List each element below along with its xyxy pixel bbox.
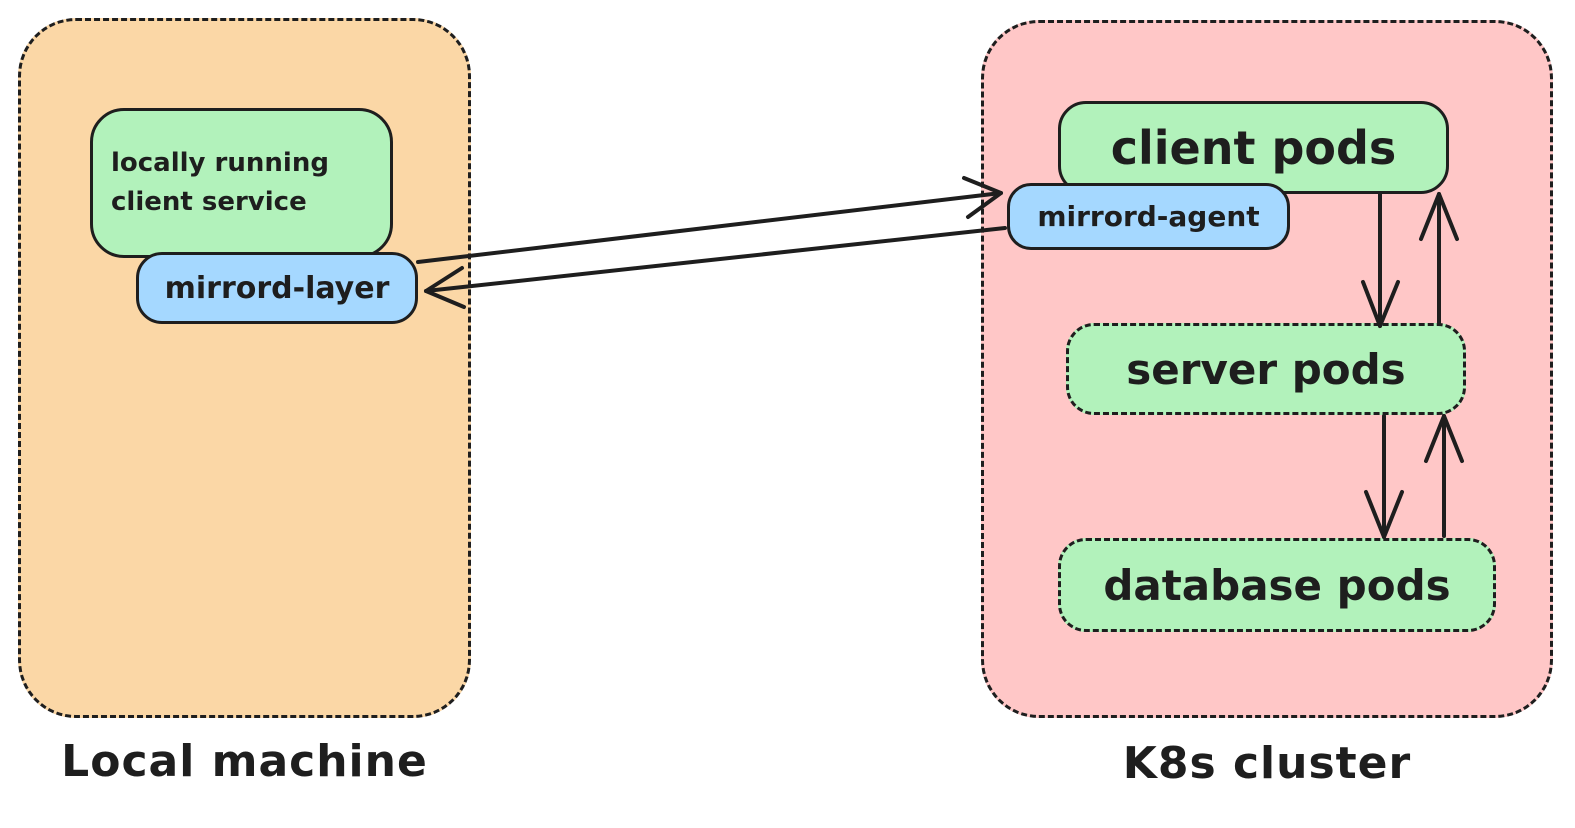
k8s-cluster-label: K8s cluster xyxy=(1122,738,1412,789)
local-machine-label: Local machine xyxy=(61,736,428,787)
database-pods-label: database pods xyxy=(1103,560,1451,610)
node-mirrord-layer: mirrord-layer xyxy=(136,252,418,324)
arrow-mirrord-layer-to-mirrord-agent xyxy=(416,176,1003,264)
mirrord-agent-label: mirrord-agent xyxy=(1037,200,1260,233)
node-mirrord-agent: mirrord-agent xyxy=(1007,183,1290,250)
node-locally-running-client-service: locally running client service xyxy=(90,108,393,258)
client-service-line1: locally running xyxy=(111,148,329,178)
arrow-mirrord-agent-to-mirrord-layer xyxy=(424,226,1007,309)
node-server-pods: server pods xyxy=(1066,323,1466,415)
node-client-pods: client pods xyxy=(1058,101,1449,194)
client-pods-label: client pods xyxy=(1110,120,1397,175)
client-service-line2: client service xyxy=(111,187,307,217)
node-database-pods: database pods xyxy=(1058,538,1496,632)
client-service-text: locally running client service xyxy=(111,144,329,222)
server-pods-label: server pods xyxy=(1126,344,1406,394)
mirrord-layer-label: mirrord-layer xyxy=(164,270,390,306)
